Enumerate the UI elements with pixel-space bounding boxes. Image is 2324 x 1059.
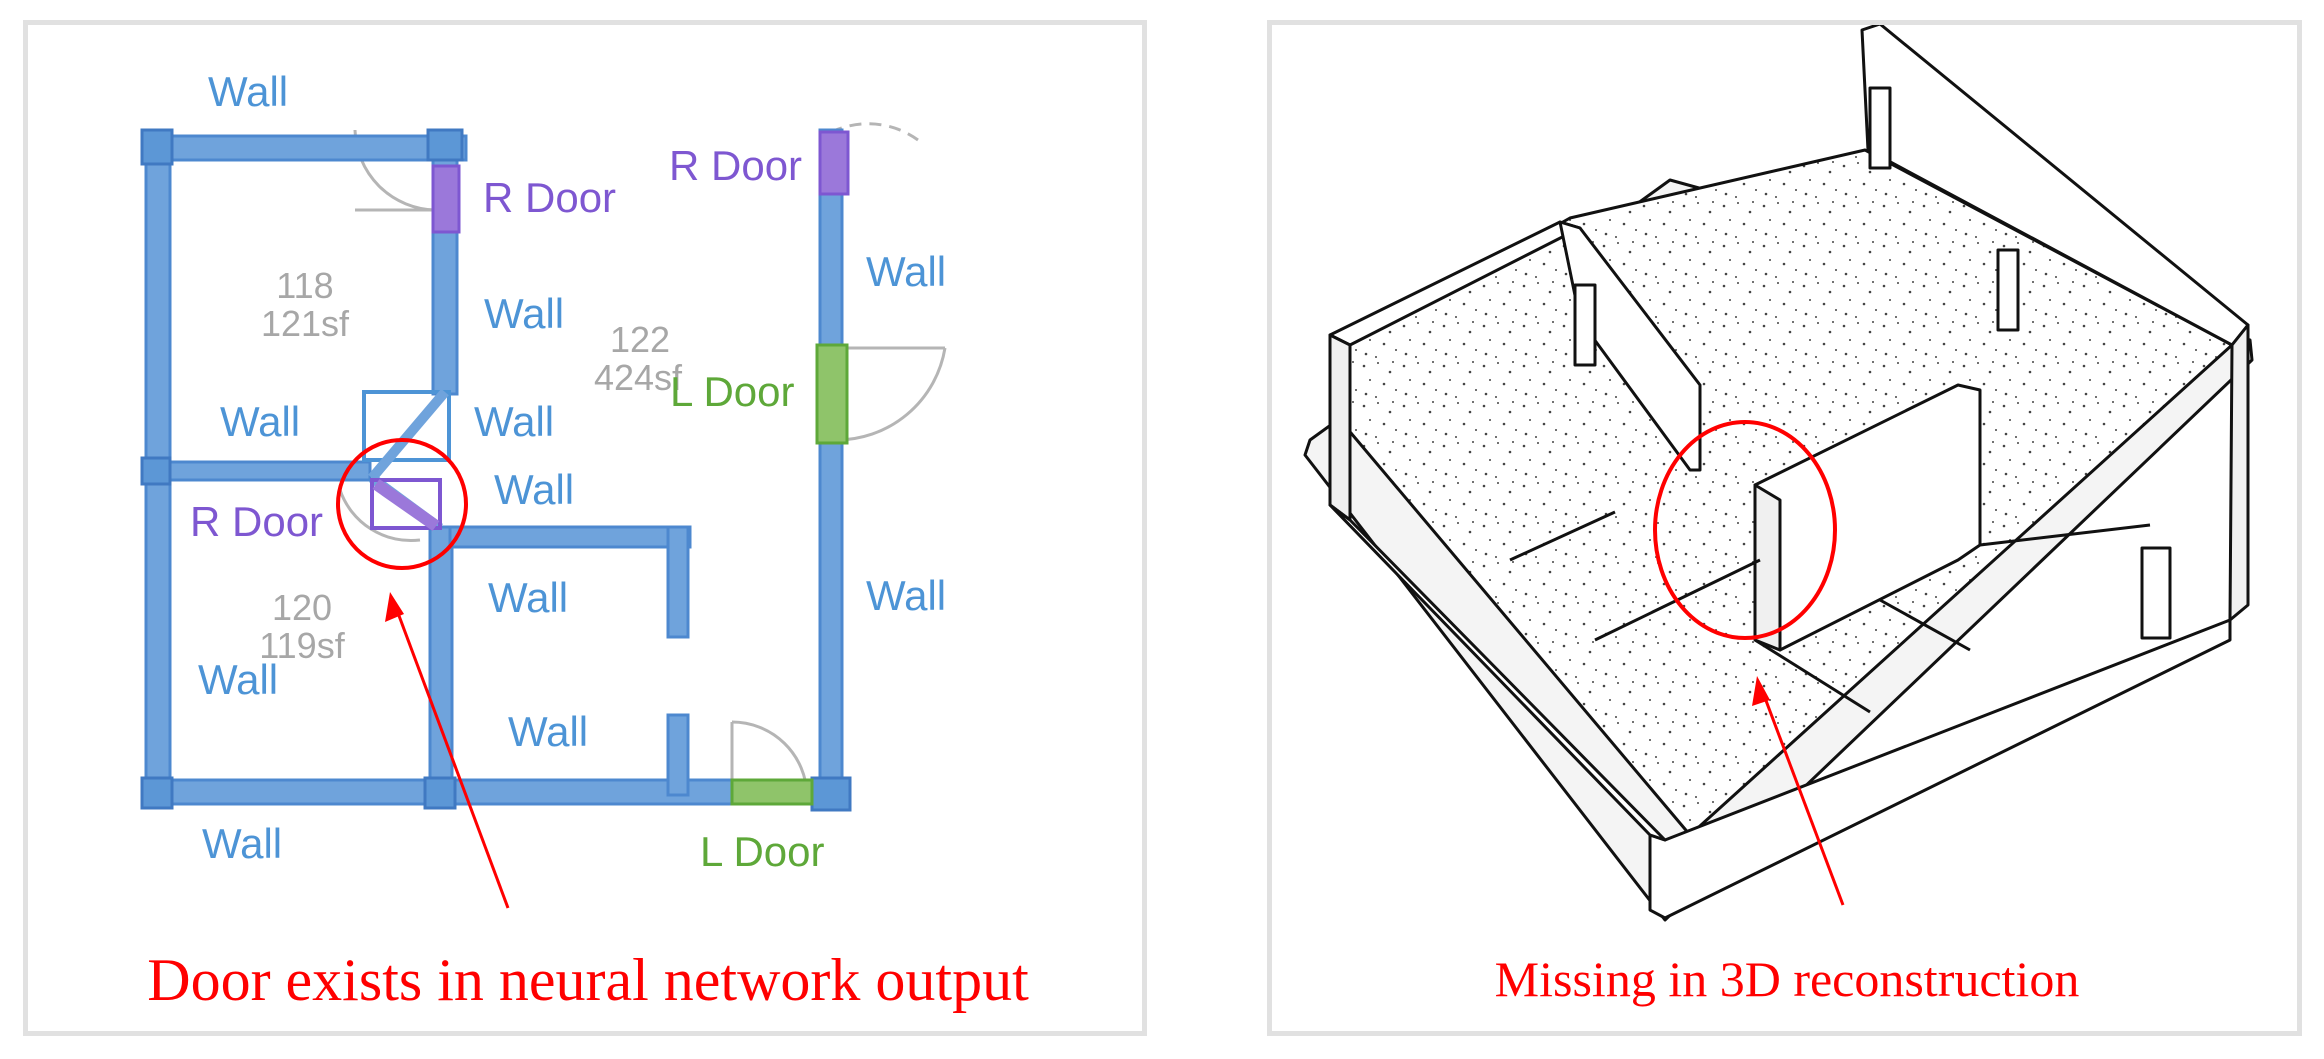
- wall-junction-bottom: [423, 776, 457, 810]
- wall-label-10: Wall: [866, 248, 946, 295]
- center-box-side: [1753, 483, 1782, 652]
- reconstruction-panel: Missing in 3D reconstruction: [1267, 20, 2302, 1036]
- door-detections: [370, 130, 850, 806]
- room-120-number: 120: [272, 587, 332, 628]
- wall-inner-horizontal: [448, 525, 692, 549]
- right-caption: Missing in 3D reconstruction: [1495, 951, 2080, 1007]
- room-labels: 118 121sf 122 424sf 120 119sf: [259, 265, 683, 666]
- r-door-label-2: R Door: [669, 142, 802, 189]
- l-door-box-2: [730, 778, 814, 806]
- missing-arrow-line: [1760, 689, 1845, 906]
- window-3: [1573, 283, 1597, 367]
- right-wall-end: [2228, 323, 2250, 622]
- r-door-label-3: R Door: [190, 498, 323, 545]
- wall-label-11: Wall: [866, 572, 946, 619]
- interior-line-5: [1979, 523, 2151, 547]
- l-door-box-1: [815, 343, 849, 445]
- room-122-number: 122: [610, 319, 670, 360]
- missing-highlight-circle: [1653, 420, 1837, 640]
- wall-label-5: Wall: [494, 466, 574, 513]
- highlight-circle: [336, 438, 468, 570]
- annotation-arrowhead: [385, 592, 404, 622]
- reconstruction-diagram: Missing in 3D reconstruction: [1303, 25, 2254, 1007]
- window-2: [1996, 248, 2020, 332]
- window-4: [2140, 546, 2172, 640]
- wall-label-1: Wall: [208, 68, 288, 115]
- element-labels: Wall Wall Wall Wall Wall Wall Wall Wall …: [190, 68, 946, 875]
- r-door-box-2: [818, 130, 850, 196]
- wall-top: [144, 134, 468, 162]
- room-120-area: 119sf: [259, 625, 345, 666]
- missing-arrowhead: [1752, 676, 1770, 706]
- wall-label-8: Wall: [508, 708, 588, 755]
- annotation-arrow-line: [393, 604, 510, 909]
- wall-mid-horizontal: [158, 460, 372, 482]
- wall-corner-br: [810, 776, 852, 812]
- room-122-area: 424sf: [594, 357, 683, 398]
- interior-line-3: [1754, 638, 1871, 714]
- left-outer-wall: [1328, 503, 1667, 842]
- window-1: [1868, 86, 1892, 170]
- wall-label-6: Wall: [488, 574, 568, 621]
- r-door-leaf-3: [372, 479, 440, 531]
- left-room-side-wall: [1328, 333, 1352, 522]
- wall-corner-bl: [140, 776, 174, 810]
- wall-label-7: Wall: [198, 656, 278, 703]
- wall-diagonal: [368, 388, 449, 482]
- l-door-label-2: L Door: [700, 828, 825, 875]
- wall-corner-tm: [426, 128, 464, 162]
- wall-bottom: [144, 778, 814, 806]
- r-door-box-3: [370, 478, 442, 530]
- wall-label-3: Wall: [220, 398, 300, 445]
- wall-inner-stub-top: [666, 525, 690, 639]
- wall-label-2: Wall: [484, 290, 564, 337]
- floorplan-panel: 118 121sf 122 424sf 120 119sf Wall Wall …: [23, 20, 1147, 1036]
- left-caption: Door exists in neural network output: [147, 947, 1029, 1013]
- wall-inner-stub-bottom: [666, 713, 690, 797]
- r-door-label-1: R Door: [483, 174, 616, 221]
- wall-corner-tl: [140, 128, 174, 166]
- r-door-box-1: [431, 164, 461, 234]
- interior-line-1: [1509, 510, 1616, 562]
- room-118-number: 118: [276, 265, 333, 306]
- wall-label-9: Wall: [202, 820, 282, 867]
- l-door-label-1: L Door: [670, 368, 795, 415]
- floorplan-diagram: 118 121sf 122 424sf 120 119sf Wall Wall …: [140, 68, 1029, 1013]
- wall-junction-left: [140, 456, 172, 486]
- wall-bbox: [362, 390, 451, 462]
- wall-center-lower: [428, 525, 454, 799]
- wall-label-4: Wall: [474, 398, 554, 445]
- room-118-area: 121sf: [261, 303, 350, 344]
- interior-line-4: [1879, 598, 1971, 652]
- wall-right: [818, 128, 844, 812]
